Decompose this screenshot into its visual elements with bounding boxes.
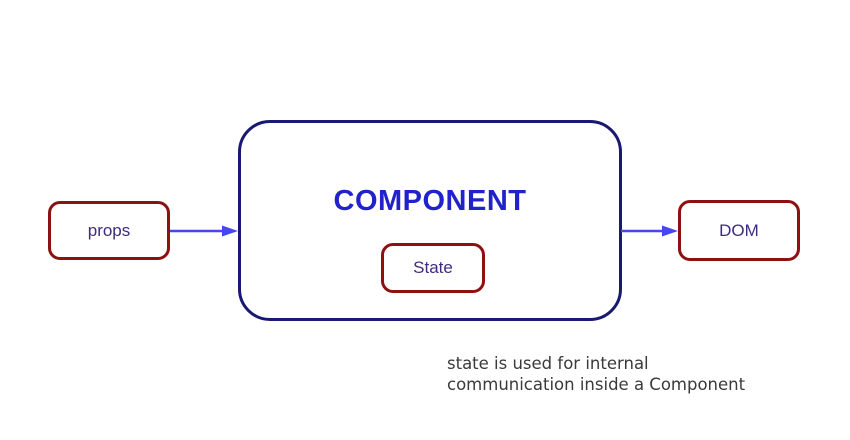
caption: state is used for internal communication… [447, 353, 745, 395]
node-component: COMPONENT State [238, 120, 622, 321]
arrow-component-to-dom-icon [621, 225, 678, 237]
node-state: State [381, 243, 485, 293]
node-props: props [48, 201, 170, 260]
node-state-label: State [413, 258, 453, 277]
node-props-label: props [87, 220, 131, 240]
node-component-label: COMPONENT [333, 185, 527, 217]
node-dom-label: DOM [719, 220, 759, 240]
caption-line-2: communication inside a Component [447, 375, 746, 394]
caption-line-1: state is used for internal [447, 354, 649, 373]
node-dom: DOM [678, 200, 800, 261]
arrow-props-to-component-icon [170, 225, 238, 237]
